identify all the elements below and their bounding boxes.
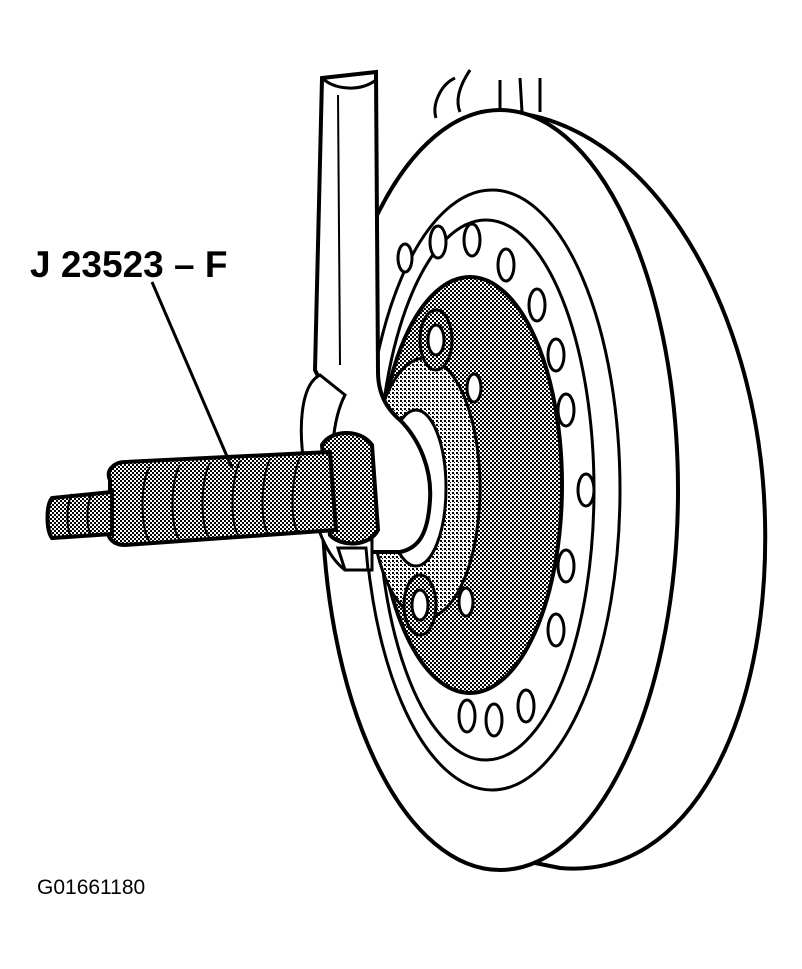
engine-background: [433, 69, 542, 119]
figure-id: G01661180: [37, 876, 145, 899]
forcing-screw: [45, 431, 381, 548]
balancer-bolt-holes: [396, 222, 596, 738]
puller-bolts: [402, 308, 483, 637]
callout-leader-line: [150, 281, 234, 469]
tool-callout-label: J 23523 – F: [30, 244, 227, 285]
